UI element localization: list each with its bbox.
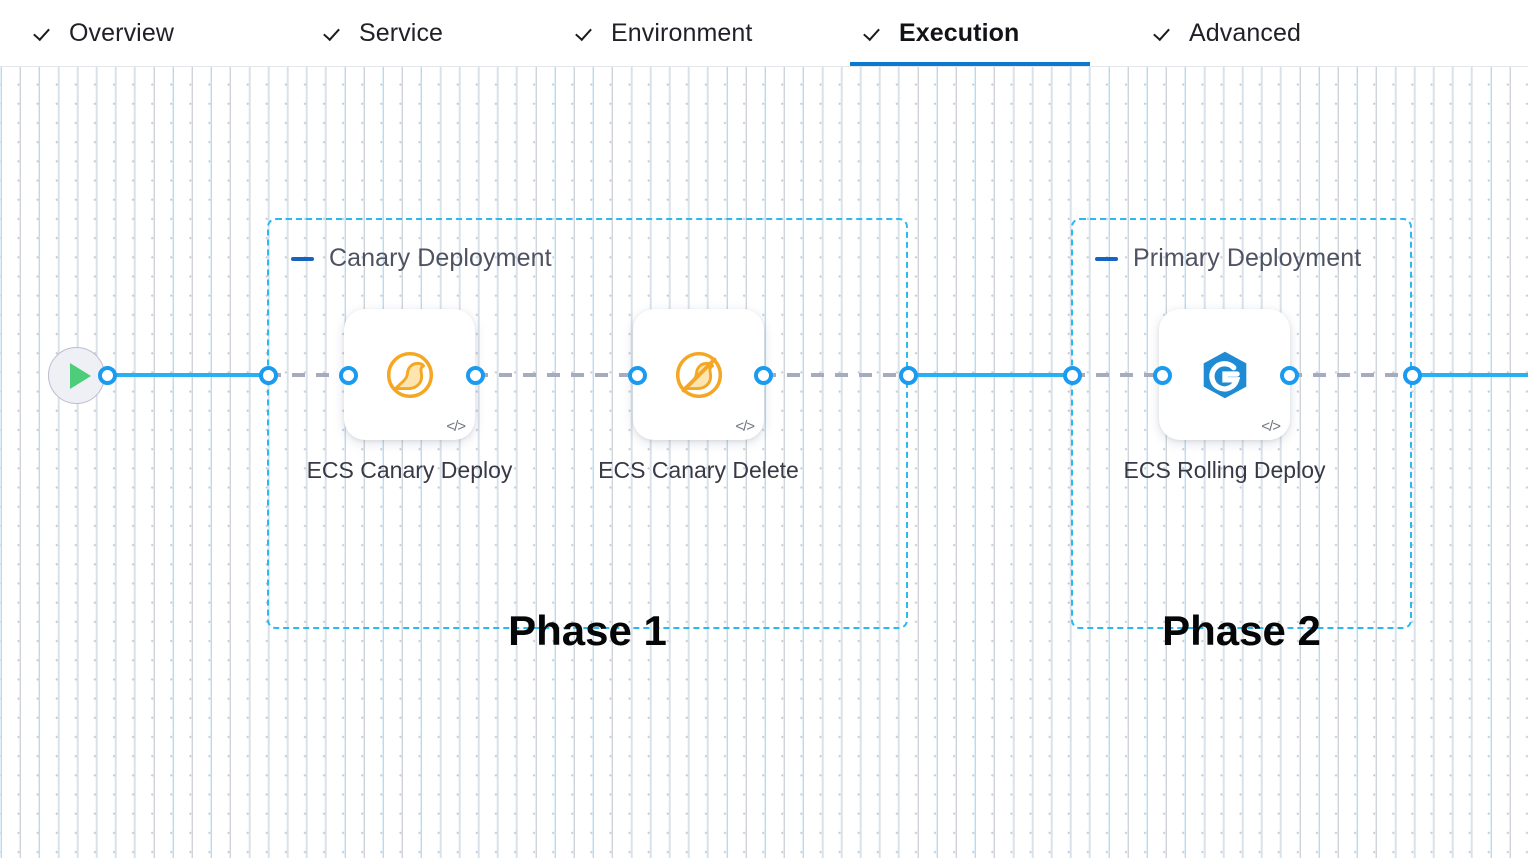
ecs-hexagon-icon bbox=[1203, 351, 1246, 398]
edge-primary-group-in[interactable] bbox=[1072, 373, 1161, 377]
edge-deploy-to-delete[interactable] bbox=[475, 373, 635, 377]
port-canary-group-in[interactable] bbox=[258, 365, 278, 385]
port-start-out[interactable] bbox=[97, 365, 117, 385]
canary-bird-icon bbox=[386, 351, 433, 398]
check-icon bbox=[324, 22, 346, 44]
port-primary-group-out[interactable] bbox=[1402, 365, 1422, 385]
canary-bird-delete-icon bbox=[675, 351, 722, 398]
check-icon bbox=[864, 22, 886, 44]
minus-icon[interactable] bbox=[291, 256, 314, 261]
tab-label: Overview bbox=[69, 18, 174, 47]
group-title: Canary Deployment bbox=[329, 244, 552, 272]
step-node-ecs-rolling-deploy[interactable]: </> ECS Rolling Deploy bbox=[1124, 309, 1325, 483]
minus-icon[interactable] bbox=[1095, 256, 1118, 261]
edge-canary-group-in[interactable] bbox=[268, 373, 349, 377]
code-icon[interactable]: </> bbox=[735, 418, 755, 435]
tab-execution[interactable]: Execution bbox=[850, 0, 1090, 66]
step-node-label: ECS Canary Deploy bbox=[306, 457, 513, 483]
tab-overview[interactable]: Overview bbox=[20, 0, 248, 66]
step-node-ecs-canary-delete[interactable]: </> ECS Canary Delete bbox=[598, 309, 799, 483]
edge-rolling-to-group-out[interactable] bbox=[1289, 373, 1413, 377]
pipeline-canvas[interactable]: Canary Deployment Primary Deployment </> E… bbox=[0, 67, 1528, 858]
edge-canary-to-primary[interactable] bbox=[908, 373, 1072, 377]
group-title: Primary Deployment bbox=[1133, 244, 1362, 272]
port-delete-in[interactable] bbox=[627, 365, 647, 385]
step-node-ecs-canary-deploy[interactable]: </> ECS Canary Deploy bbox=[307, 309, 512, 483]
edge-start-to-canary-group[interactable] bbox=[107, 373, 268, 377]
tab-label: Service bbox=[359, 18, 444, 47]
port-primary-group-in[interactable] bbox=[1062, 365, 1082, 385]
port-deploy-out[interactable] bbox=[465, 365, 485, 385]
tab-advanced[interactable]: Advanced bbox=[1140, 0, 1364, 66]
code-icon[interactable]: </> bbox=[1261, 418, 1281, 435]
phase-caption-canary: Phase 1 bbox=[508, 607, 667, 654]
group-header: Primary Deployment bbox=[1095, 244, 1361, 273]
tab-label: Execution bbox=[899, 18, 1020, 47]
play-icon bbox=[70, 363, 91, 389]
edge-primary-group-exit[interactable] bbox=[1412, 373, 1528, 377]
wizard-tab-bar: Overview Service Environment Execution Advan… bbox=[0, 0, 1528, 67]
port-delete-out[interactable] bbox=[753, 365, 773, 385]
tab-service[interactable]: Service bbox=[310, 0, 502, 66]
group-header: Canary Deployment bbox=[291, 244, 552, 273]
tab-label: Environment bbox=[611, 18, 753, 47]
edge-delete-to-group-out[interactable] bbox=[763, 373, 908, 377]
step-node-card[interactable] bbox=[633, 309, 764, 440]
phase-caption-primary: Phase 2 bbox=[1162, 607, 1321, 654]
code-icon[interactable]: </> bbox=[446, 418, 466, 435]
tab-label: Advanced bbox=[1189, 18, 1301, 47]
tab-environment[interactable]: Environment bbox=[562, 0, 824, 66]
check-icon bbox=[34, 22, 56, 44]
port-rolling-out[interactable] bbox=[1279, 365, 1299, 385]
port-deploy-in[interactable] bbox=[338, 365, 358, 385]
step-node-label: ECS Rolling Deploy bbox=[1123, 457, 1326, 483]
step-node-label: ECS Canary Delete bbox=[598, 457, 799, 483]
pipeline-start-node[interactable] bbox=[48, 347, 105, 404]
active-tab-indicator bbox=[850, 62, 1090, 66]
port-rolling-in[interactable] bbox=[1152, 365, 1172, 385]
check-icon bbox=[1154, 22, 1176, 44]
check-icon bbox=[576, 22, 598, 44]
step-node-card[interactable] bbox=[344, 309, 475, 440]
step-node-card[interactable] bbox=[1159, 309, 1290, 440]
port-canary-group-out[interactable] bbox=[898, 365, 918, 385]
